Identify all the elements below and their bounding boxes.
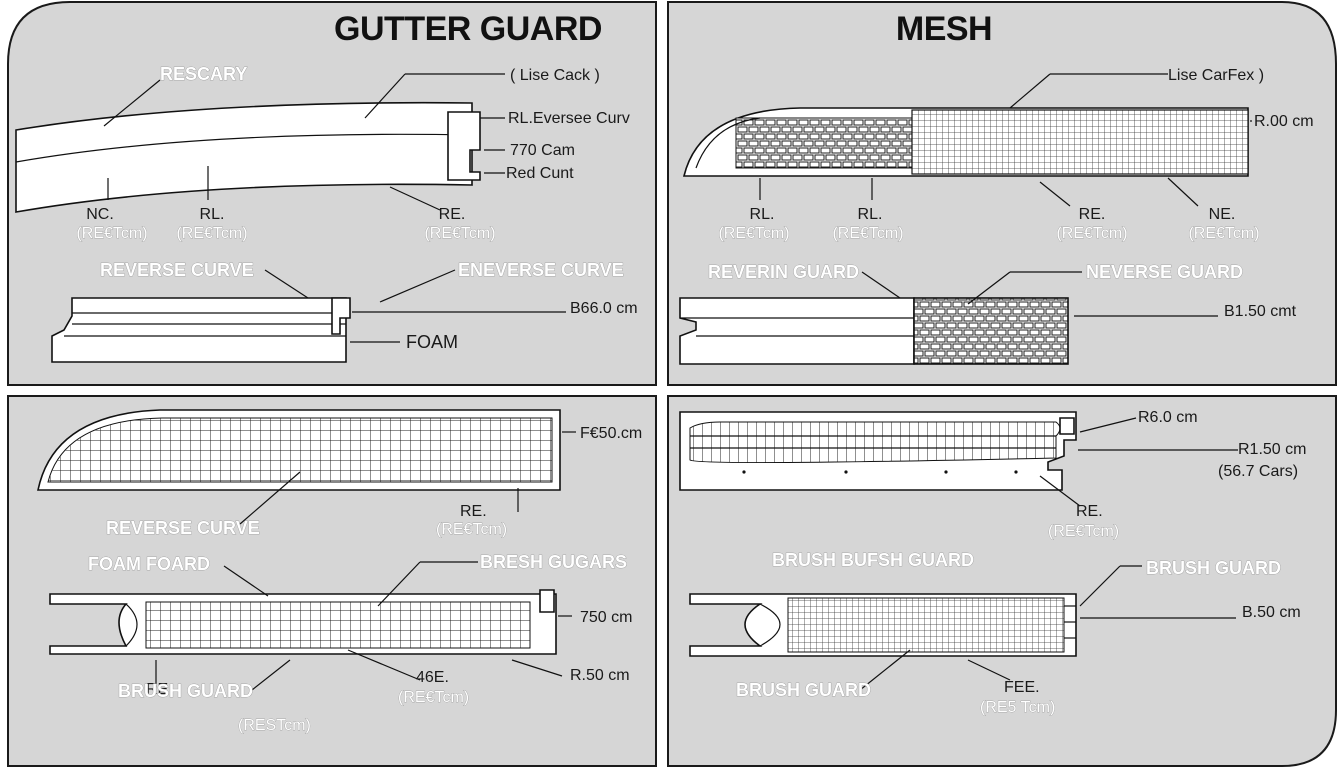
panel-title-mesh: MESH bbox=[896, 10, 992, 48]
grid-curve-profile bbox=[37, 409, 561, 491]
label-re-foam: RE. bbox=[460, 503, 487, 520]
label-r60: R6.0 cm bbox=[1138, 409, 1198, 426]
label-bresh-gugars: BRESH GUGARS bbox=[480, 552, 627, 572]
label-re: RE. bbox=[439, 206, 466, 223]
label-f650: F€50.cm bbox=[580, 425, 642, 442]
panel-brush-guard: R6.0 cm R1.50 cm (56.7 Cars) RE. (RE€Tcm… bbox=[667, 395, 1337, 767]
brush-foam-profile bbox=[49, 589, 557, 655]
label-brush-guard-right: BRUSH GUARD bbox=[1146, 558, 1281, 578]
label-foam-foard: FOAM FOARD bbox=[88, 554, 210, 574]
foam-profile bbox=[51, 297, 351, 363]
label-re-brush: RE. bbox=[1076, 503, 1103, 520]
label-brush-guard-3: BRUSH GUARD bbox=[118, 681, 253, 701]
curved-guard-profile bbox=[15, 101, 481, 213]
mesh-top-profile bbox=[682, 107, 1249, 177]
label-sub-3: (RE€Tcm) bbox=[424, 225, 495, 242]
label-mesh-sub-1: (RE€Tcm) bbox=[718, 225, 789, 242]
label-r00: R.00 cm bbox=[1254, 113, 1314, 130]
label-fee: FEE. bbox=[1004, 679, 1040, 696]
label-770-cam: 770 Cam bbox=[510, 142, 575, 159]
label-46e: 46E. bbox=[416, 669, 449, 686]
label-eneverse-curve: ENEVERSE CURVE bbox=[458, 260, 624, 280]
panel-gutter-guard: GUTTER GUARD RESCARY ( Lise Cack ) RL.Ev… bbox=[7, 1, 657, 386]
panel-foam-brush: F€50.cm RE. (RE€Tcm) REVERSE CURVE FOAM … bbox=[7, 395, 657, 767]
mesh-guard-profile bbox=[679, 297, 1069, 365]
label-re-mesh: RE. bbox=[1079, 206, 1106, 223]
label-brush-bufsh-guard: BRUSH BUFSH GUARD bbox=[772, 550, 974, 570]
panel-mesh: MESH Lise CarFex ) R.00 cm RL. RL. RE. N… bbox=[667, 0, 1337, 386]
label-46e-sub: (RE€Tcm) bbox=[398, 689, 469, 706]
label-reverin-guard: REVERIN GUARD bbox=[708, 262, 859, 282]
label-rl: RL. bbox=[200, 206, 225, 223]
label-b650: B.50 cm bbox=[1242, 604, 1301, 621]
label-re-foam-sub: (RE€Tcm) bbox=[436, 521, 507, 538]
label-cars: (56.7 Cars) bbox=[1218, 463, 1298, 480]
label-re-brush-sub: (RE€Tcm) bbox=[1048, 523, 1119, 540]
label-nc: NC. bbox=[86, 206, 114, 223]
label-reverse-curve: REVERSE CURVE bbox=[100, 260, 254, 280]
label-re-small: RE bbox=[146, 681, 168, 698]
brush-bar-profile bbox=[689, 593, 1077, 657]
label-b150: B1.50 cmt bbox=[1224, 303, 1297, 320]
label-sub-1: (RE€Tcm) bbox=[76, 225, 147, 242]
label-mesh-sub-4: (RE€Tcm) bbox=[1188, 225, 1259, 242]
panel-title: GUTTER GUARD bbox=[334, 10, 602, 48]
label-lise-cack: ( Lise Cack ) bbox=[510, 67, 600, 84]
label-reverse-curve-3: REVERSE CURVE bbox=[106, 518, 260, 538]
label-750cm: 750 cm bbox=[580, 609, 632, 626]
label-mesh-sub-3: (RE€Tcm) bbox=[1056, 225, 1127, 242]
label-red-cunt: Red Cunt bbox=[506, 165, 574, 182]
label-foam: FOAM bbox=[406, 332, 458, 352]
label-brush-guard-bottom: BRUSH GUARD bbox=[736, 680, 871, 700]
label-rl-2: RL. bbox=[858, 206, 883, 223]
label-ne: NE. bbox=[1209, 206, 1236, 223]
panel-gutter-guard-frame bbox=[7, 1, 657, 386]
label-mesh-sub-2: (RE€Tcm) bbox=[832, 225, 903, 242]
label-b66: B66.0 cm bbox=[570, 300, 638, 317]
label-rescary: RESCARY bbox=[160, 64, 247, 84]
label-r50: R.50 cm bbox=[570, 667, 630, 684]
label-neverse-guard: NEVERSE GUARD bbox=[1086, 262, 1243, 282]
label-bottom-sub: (RESTcm) bbox=[238, 717, 311, 734]
label-lise-carfex: Lise CarFex ) bbox=[1168, 67, 1264, 84]
label-r150: R1.50 cm bbox=[1238, 441, 1306, 458]
brush-curve-profile bbox=[679, 411, 1077, 491]
label-fee-sub: (RE5 Tcm) bbox=[980, 699, 1055, 716]
label-rl-1: RL. bbox=[750, 206, 775, 223]
panel-mesh-frame bbox=[667, 0, 1337, 386]
label-reversee-curv: RL.Eversee Curv bbox=[508, 110, 630, 127]
label-sub-2: (RE€Tcm) bbox=[176, 225, 247, 242]
